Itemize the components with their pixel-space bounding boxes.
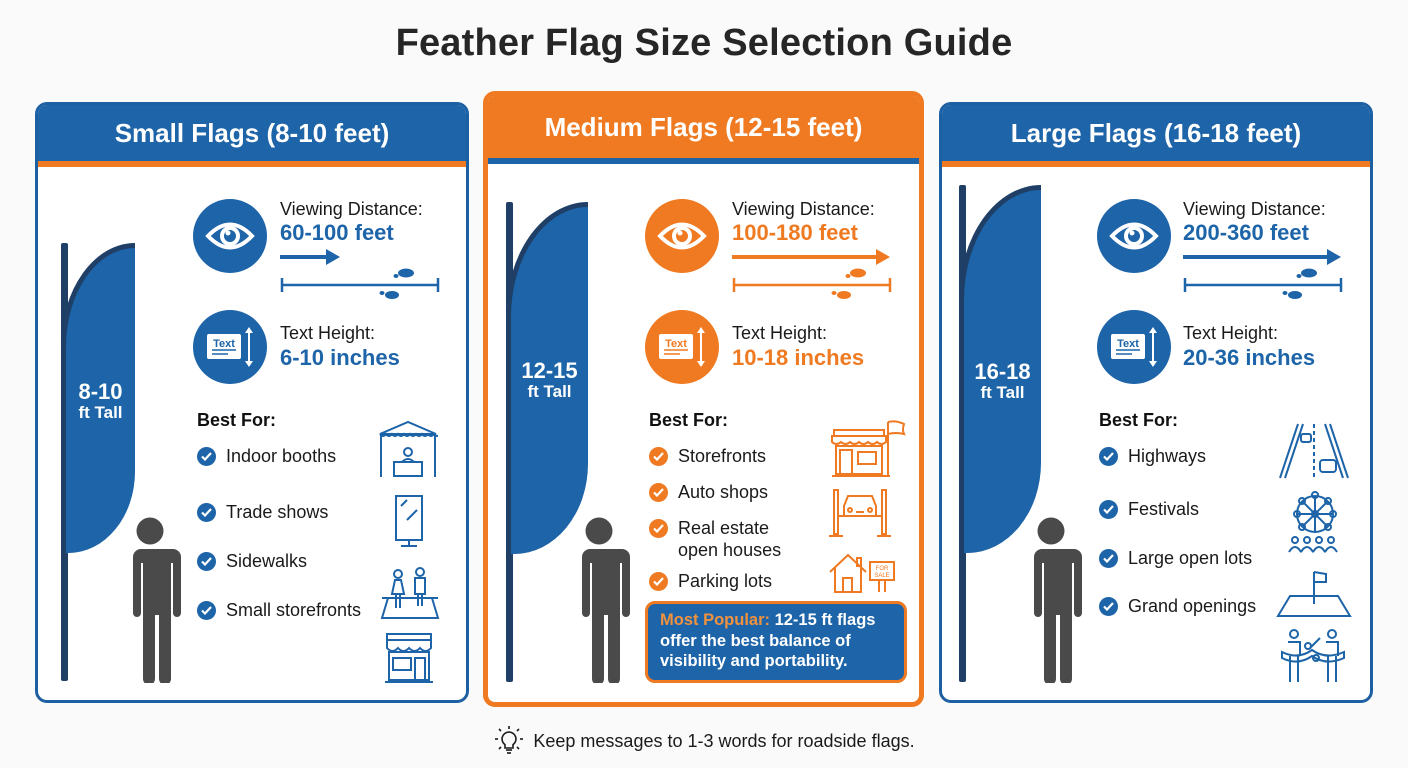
check-icon xyxy=(1099,597,1118,616)
open-lot-flag-icon xyxy=(1276,571,1352,617)
svg-text:Text: Text xyxy=(1117,338,1139,350)
best-for-item: Auto shops xyxy=(649,482,768,504)
card-header: Large Flags (16-18 feet) xyxy=(942,105,1370,161)
highway-icon xyxy=(1279,423,1349,479)
check-icon xyxy=(197,601,216,620)
best-for-item: Grand openings xyxy=(1099,596,1256,618)
text-height-value: 10-18 inches xyxy=(732,345,865,370)
best-for-item: Highways xyxy=(1099,446,1206,468)
person-silhouette-icon xyxy=(127,517,181,683)
best-for-item: Storefronts xyxy=(649,446,766,468)
callout-highlight: Most Popular: xyxy=(660,611,770,629)
card-header: Small Flags (8-10 feet) xyxy=(38,105,466,161)
viewing-distance-value: 200-360 feet xyxy=(1183,220,1309,245)
eye-icon xyxy=(193,199,267,273)
svg-text:Text: Text xyxy=(213,338,235,350)
flag-size-label: 12-15 ft Tall xyxy=(521,358,578,402)
car-lift-icon xyxy=(829,489,891,537)
tip-banner: Keep messages to 1-3 words for roadside … xyxy=(0,726,1408,756)
feather-flag: 12-15 ft Tall xyxy=(506,202,588,554)
check-icon xyxy=(1099,447,1118,466)
accent-stripe xyxy=(488,158,919,164)
best-for-item: Festivals xyxy=(1099,499,1199,521)
distance-arrow-icon xyxy=(280,249,340,265)
sidewalk-pedestrians-icon xyxy=(380,567,440,619)
ribbon-cutting-icon xyxy=(1281,629,1345,682)
callout-text: 12-15 ft flags offer the best balance of… xyxy=(660,611,876,671)
svg-text:Text: Text xyxy=(665,338,687,350)
viewing-distance-value: 60-100 feet xyxy=(280,220,394,245)
lightbulb-icon xyxy=(495,726,524,754)
display-stand-icon xyxy=(395,495,423,547)
check-icon xyxy=(197,447,216,466)
check-icon xyxy=(649,572,668,591)
ferris-wheel-crowd-icon xyxy=(1288,491,1338,553)
best-for-item: Large open lots xyxy=(1099,548,1252,570)
text-height-icon: Text xyxy=(193,310,267,384)
eye-icon xyxy=(1097,199,1171,273)
viewing-distance-label: Viewing Distance: xyxy=(732,199,875,219)
best-for-item: Sidewalks xyxy=(197,551,307,573)
eye-icon xyxy=(645,199,719,273)
distance-arrow-icon xyxy=(1183,249,1341,265)
flag-size-label: 8-10 ft Tall xyxy=(78,379,123,423)
accent-stripe xyxy=(38,161,466,167)
viewing-distance-value: 100-180 feet xyxy=(732,220,858,245)
text-height-icon: Text xyxy=(645,310,719,384)
feather-flag: 16-18 ft Tall xyxy=(959,185,1041,553)
check-icon xyxy=(1099,549,1118,568)
best-for-item: Small storefronts xyxy=(197,600,361,622)
best-for-item: Trade shows xyxy=(197,502,328,524)
tip-text: Keep messages to 1-3 words for roadside … xyxy=(533,730,915,751)
best-for-heading: Best For: xyxy=(1099,410,1179,430)
card-header: Medium Flags (12-15 feet) xyxy=(488,96,919,158)
flag-size-label: 16-18 ft Tall xyxy=(974,359,1031,403)
person-silhouette-icon xyxy=(1028,517,1082,683)
svg-text:SALE: SALE xyxy=(874,573,889,579)
text-height-label: Text Height: xyxy=(732,323,828,343)
svg-text:FOR: FOR xyxy=(876,566,889,572)
check-icon xyxy=(197,552,216,571)
distance-ruler-footsteps-icon xyxy=(1183,268,1343,299)
best-for-item: Parking lots xyxy=(649,571,772,593)
text-height-label: Text Height: xyxy=(1183,323,1279,343)
viewing-distance-label: Viewing Distance: xyxy=(280,199,423,219)
check-icon xyxy=(1099,500,1118,519)
viewing-distance-label: Viewing Distance: xyxy=(1183,199,1326,219)
best-for-heading: Best For: xyxy=(649,410,729,430)
text-height-value: 6-10 inches xyxy=(280,345,400,370)
most-popular-callout: Most Popular: 12-15 ft flags offer the b… xyxy=(645,601,907,683)
check-icon xyxy=(197,503,216,522)
feather-flag: 8-10 ft Tall xyxy=(61,243,135,553)
person-silhouette-icon xyxy=(576,517,630,683)
check-icon xyxy=(649,483,668,502)
text-height-label: Text Height: xyxy=(280,323,376,343)
distance-ruler-footsteps-icon xyxy=(280,268,440,299)
distance-ruler-footsteps-icon xyxy=(732,268,892,299)
text-height-value: 20-36 inches xyxy=(1183,345,1316,370)
small-storefront-icon xyxy=(385,633,433,683)
best-for-item: Indoor booths xyxy=(197,446,336,468)
distance-arrow-icon xyxy=(732,249,890,265)
check-icon xyxy=(649,519,668,538)
accent-stripe xyxy=(942,161,1370,167)
check-icon xyxy=(649,447,668,466)
storefront-flag-icon xyxy=(831,420,906,477)
booth-tent-icon xyxy=(379,420,438,477)
text-height-icon: Text xyxy=(1097,310,1171,384)
best-for-heading: Best For: xyxy=(197,410,277,430)
page-title: Feather Flag Size Selection Guide xyxy=(395,22,1013,64)
